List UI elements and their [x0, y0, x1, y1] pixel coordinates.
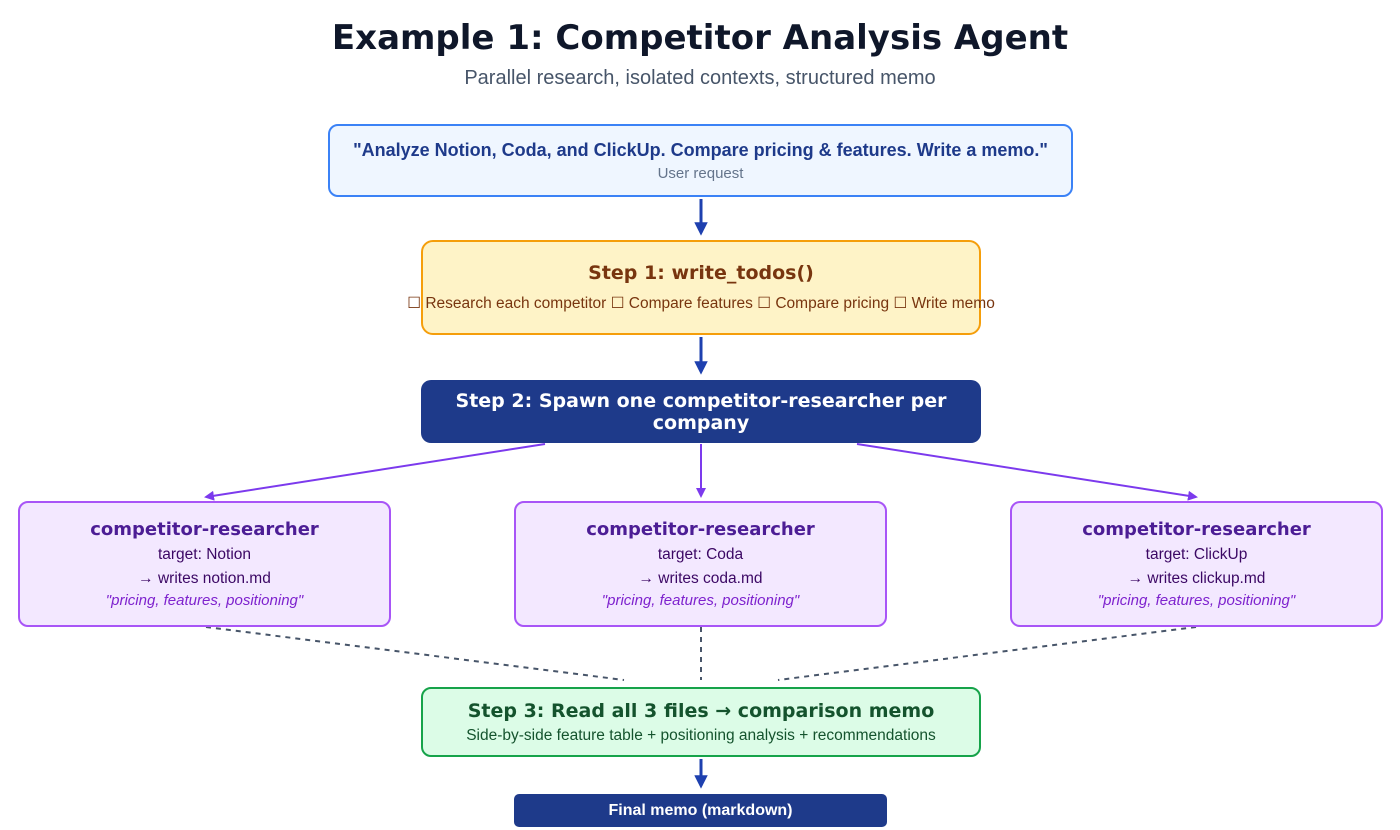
agent-target: target: ClickUp — [1145, 546, 1248, 563]
step3-box: Step 3: Read all 3 files → comparison me… — [421, 687, 981, 757]
agent-focus: "pricing, features, positioning" — [105, 592, 304, 609]
step1-box: Step 1: write_todos() ☐ Research each co… — [407, 240, 995, 335]
arrow-spawn-clickup — [856, 443, 1198, 501]
final-memo-box: Final memo (markdown) — [514, 794, 887, 827]
step1-title: Step 1: write_todos() — [588, 262, 814, 284]
step3-title: Step 3: Read all 3 files → comparison me… — [467, 699, 935, 722]
agent-box-clickup: competitor-researcher target: ClickUp → … — [1010, 501, 1383, 627]
merge-line-notion — [205, 626, 625, 681]
step2-title: Step 2: Spawn one competitor-researcher … — [455, 389, 947, 434]
agent-target: target: Coda — [657, 546, 744, 563]
step1-todo-list: ☐ Research each competitor ☐ Compare fea… — [407, 295, 995, 312]
step2-box: Step 2: Spawn one competitor-researcher … — [421, 380, 981, 443]
agent-output: → writes notion.md — [138, 570, 271, 587]
step3-subtitle: Side-by-side feature table + positioning… — [466, 726, 936, 744]
agent-title: competitor-researcher — [1082, 519, 1311, 540]
agent-box-notion: competitor-researcher target: Notion → w… — [18, 501, 391, 627]
final-memo-label: Final memo (markdown) — [608, 801, 793, 819]
agent-title: competitor-researcher — [586, 519, 815, 540]
user-request-caption: User request — [657, 164, 744, 182]
agent-focus: "pricing, features, positioning" — [1097, 592, 1296, 609]
diagram-subtitle: Parallel research, isolated contexts, st… — [464, 67, 936, 89]
agent-target: target: Notion — [157, 546, 252, 563]
arrow-spawn-notion — [204, 443, 546, 501]
agent-focus: "pricing, features, positioning" — [601, 592, 800, 609]
merge-line-clickup — [777, 626, 1197, 681]
diagram-title: Example 1: Competitor Analysis Agent — [331, 18, 1069, 58]
agent-title: competitor-researcher — [90, 519, 319, 540]
agent-box-coda: competitor-researcher target: Coda → wri… — [514, 501, 887, 627]
user-request-box: "Analyze Notion, Coda, and ClickUp. Comp… — [328, 124, 1073, 197]
agent-output: → writes clickup.md — [1127, 570, 1266, 587]
user-request-text: "Analyze Notion, Coda, and ClickUp. Comp… — [353, 139, 1048, 160]
agent-output: → writes coda.md — [638, 570, 763, 587]
